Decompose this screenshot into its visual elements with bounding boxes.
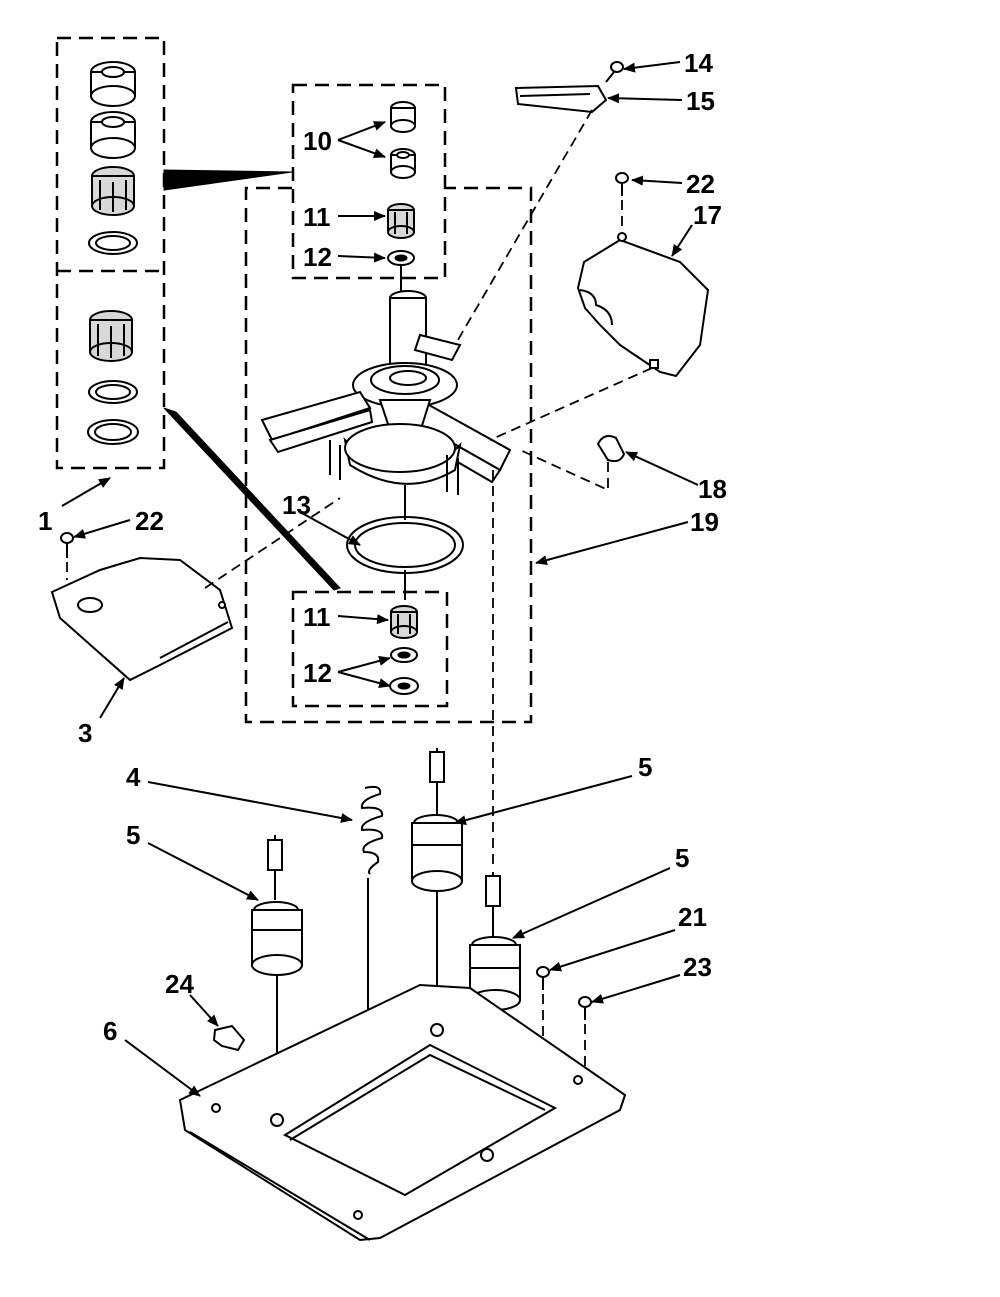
guide-3-to-hub bbox=[204, 497, 341, 589]
part-22-screw-right bbox=[615, 172, 629, 232]
kit-bearing-top bbox=[90, 61, 136, 107]
callout-18: 18 bbox=[698, 474, 727, 504]
transmission-hub bbox=[352, 362, 458, 408]
callout-5-right: 5 bbox=[675, 843, 689, 873]
callout-11-lower: 11 bbox=[303, 602, 331, 632]
part-21-bolt bbox=[536, 966, 550, 1070]
kit-seal-ring-c bbox=[87, 419, 139, 445]
callout-12-upper: 12 bbox=[303, 242, 332, 272]
gearcase-body bbox=[343, 423, 462, 485]
kit-bearing-second bbox=[90, 111, 136, 159]
drive-shaft bbox=[389, 265, 427, 379]
callout-11-upper: 11 bbox=[303, 202, 331, 232]
upper-bearing-box bbox=[291, 83, 447, 280]
kit-roller-bearing bbox=[91, 166, 135, 216]
kit-roller-bearing-lower bbox=[89, 310, 133, 362]
part-5-damper-left bbox=[251, 835, 303, 1115]
callout-13: 13 bbox=[282, 490, 311, 520]
part-17-cover bbox=[576, 232, 710, 378]
part-14-screw bbox=[605, 61, 624, 83]
main-assembly-box bbox=[244, 186, 533, 724]
kit-pointer-upper bbox=[163, 169, 293, 191]
callout-12-lower: 12 bbox=[303, 658, 332, 688]
callout-5-left: 5 bbox=[126, 820, 140, 850]
part-6-base-plate bbox=[178, 983, 627, 1242]
callout-10: 10 bbox=[303, 126, 332, 156]
callout-19: 19 bbox=[690, 507, 719, 537]
callout-6: 6 bbox=[103, 1016, 117, 1046]
part-10-bushing-lower bbox=[390, 148, 416, 179]
part-22-screw-left bbox=[60, 532, 74, 580]
kit-seal-ring-a bbox=[88, 231, 138, 255]
callout-22-right: 22 bbox=[686, 169, 715, 199]
callout-1: 1 bbox=[38, 506, 52, 536]
callout-17: 17 bbox=[693, 200, 722, 230]
part-23-bolt bbox=[578, 996, 592, 1080]
lower-bearing-box bbox=[291, 590, 449, 708]
part-15-bracket bbox=[514, 84, 608, 114]
part-13-seal-ring bbox=[346, 485, 464, 600]
callout-leaders bbox=[61, 61, 699, 1097]
callout-5-top: 5 bbox=[638, 752, 652, 782]
callout-4: 4 bbox=[126, 762, 141, 792]
part-10-bushing-top bbox=[390, 101, 416, 133]
part-3-cover bbox=[50, 556, 234, 682]
callout-23: 23 bbox=[683, 952, 712, 982]
callout-22-left: 22 bbox=[135, 506, 164, 536]
part-12-washer-lower-a bbox=[390, 647, 418, 663]
part-12-washer-lower-b bbox=[389, 677, 419, 695]
kit-seal-ring-b bbox=[88, 380, 138, 404]
bearing-kit-group bbox=[55, 36, 166, 470]
callout-15: 15 bbox=[686, 86, 715, 116]
callout-3: 3 bbox=[78, 718, 92, 748]
mounting-studs bbox=[329, 440, 459, 495]
guide-17-to-hub bbox=[489, 367, 653, 441]
callout-labels: 1 22 3 10 11 12 13 11 12 14 15 22 17 18 … bbox=[38, 48, 727, 1046]
guide-15-to-hub bbox=[454, 109, 593, 346]
callout-14: 14 bbox=[684, 48, 713, 78]
kit-pointer-lower bbox=[163, 407, 341, 591]
part-4-spring bbox=[360, 785, 384, 1020]
part-12-washer-upper bbox=[387, 250, 415, 266]
part-18-clip bbox=[519, 435, 626, 492]
part-11-roller-upper bbox=[387, 203, 415, 239]
callout-21: 21 bbox=[678, 902, 707, 932]
callout-24: 24 bbox=[165, 969, 194, 999]
part-24-clip bbox=[212, 1024, 246, 1052]
part-11-roller-lower bbox=[390, 605, 418, 639]
